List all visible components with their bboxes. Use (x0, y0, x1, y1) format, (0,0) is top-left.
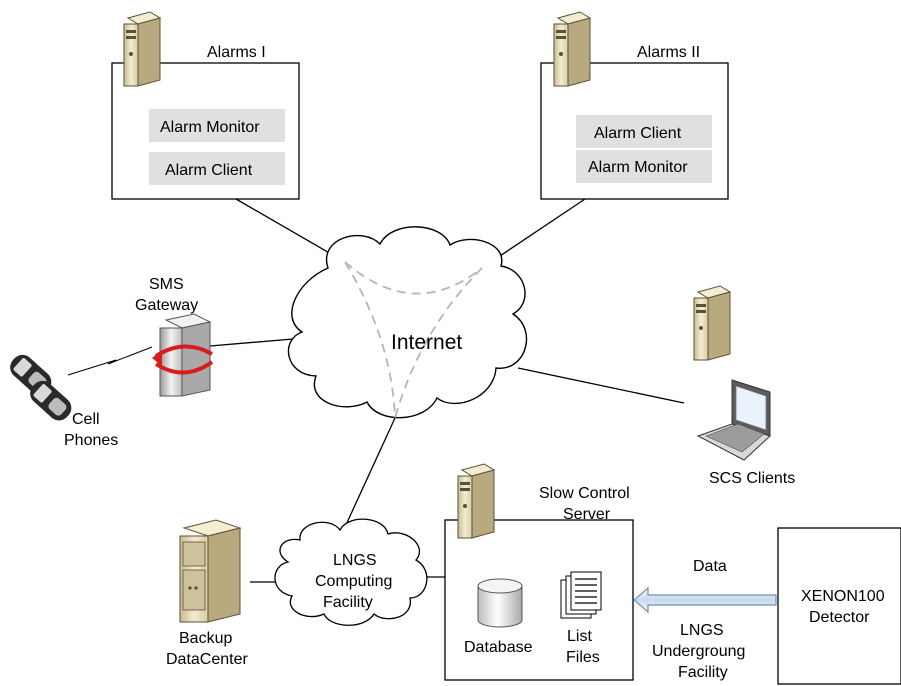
sms-gateway: SMS Gateway (135, 276, 214, 397)
list-files-label-line2: Files (566, 649, 600, 666)
alarms1-module-2 (149, 152, 285, 185)
scs-clients: SCS Clients (693, 285, 795, 487)
internet-cloud: Internet (287, 226, 528, 419)
alarms2-title: Alarms II (637, 44, 700, 61)
backup-datacenter: Backup DataCenter (166, 519, 248, 668)
alarms2-module-1 (576, 115, 712, 148)
slow-control-server: Slow Control Server Database List Files (444, 463, 634, 681)
alarms2-module-1-label: Alarm Client (594, 125, 682, 142)
underground-facility: LNGS Undergroung Facility (652, 622, 745, 681)
link-sms-internet (209, 338, 294, 347)
sms-label-line2: Gateway (135, 297, 198, 314)
backup-label-line2: DataCenter (166, 651, 248, 668)
lngs-cloud-line2: Computing (315, 573, 392, 590)
alarms1-module-1 (149, 109, 285, 142)
alarms1-server-icon (123, 11, 162, 87)
xenon-label-line2: Detector (809, 609, 870, 626)
alarms1-module-2-label: Alarm Client (165, 162, 253, 179)
alarms1-box: Alarm Monitor Alarm Client Alarms I (111, 44, 300, 200)
data-arrow-shape (633, 586, 777, 614)
cell-phones-label-line2: Phones (64, 432, 118, 449)
cell-phone-icon-2 (30, 380, 72, 421)
slow-control-label-line1: Slow Control (539, 485, 630, 502)
lngs-cloud-line1: LNGS (333, 552, 377, 569)
slow-control-server-icon (457, 463, 496, 539)
lngs-cloud-line3: Facility (323, 594, 373, 611)
list-files-label-line1: List (567, 628, 592, 645)
alarms2-server-icon (553, 11, 592, 87)
scs-server-icon (693, 285, 732, 361)
cell-phones: Cell Phones (10, 354, 118, 449)
database-icon (477, 578, 523, 628)
data-arrow: Data (633, 558, 777, 614)
xenon-label-line1: XENON100 (801, 588, 885, 605)
slow-control-label-line2: Server (563, 506, 611, 523)
cell-phones-label-line1: Cell (72, 411, 100, 428)
internet-dashed-paths (344, 261, 483, 419)
alarms1-module-1-label: Alarm Monitor (160, 119, 260, 136)
internet-cloud-shape (287, 226, 528, 419)
lngs-cloud-shape (274, 518, 428, 626)
wireless-link-icon (67, 346, 153, 376)
link-internet-scs (517, 367, 685, 404)
laptop-icon (696, 379, 771, 461)
datacenter-rack-icon (179, 519, 242, 623)
alarms2-box: Alarm Client Alarm Monitor Alarms II (540, 44, 729, 200)
database-label: Database (464, 639, 533, 656)
link-internet-lngs (344, 417, 396, 528)
data-arrow-label: Data (693, 558, 727, 575)
alarms2-module-2 (576, 150, 712, 183)
internet-label: Internet (391, 331, 462, 354)
lngs-computing-cloud: LNGS Computing Facility (274, 518, 428, 626)
list-files-icon (560, 571, 602, 619)
alarms2-module-2-label: Alarm Monitor (588, 159, 688, 176)
underground-line3: Facility (678, 664, 728, 681)
alarms1-title: Alarms I (207, 44, 266, 61)
underground-line2: Undergroung (652, 643, 745, 660)
link-alarms1-internet (235, 198, 346, 263)
underground-line1: LNGS (680, 622, 724, 639)
scs-clients-label: SCS Clients (709, 470, 795, 487)
sms-gateway-icon (152, 313, 214, 397)
connectors (209, 198, 685, 583)
xenon-detector: XENON100 Detector (777, 527, 901, 685)
backup-label-line1: Backup (179, 630, 232, 647)
sms-label-line1: SMS (149, 276, 184, 293)
